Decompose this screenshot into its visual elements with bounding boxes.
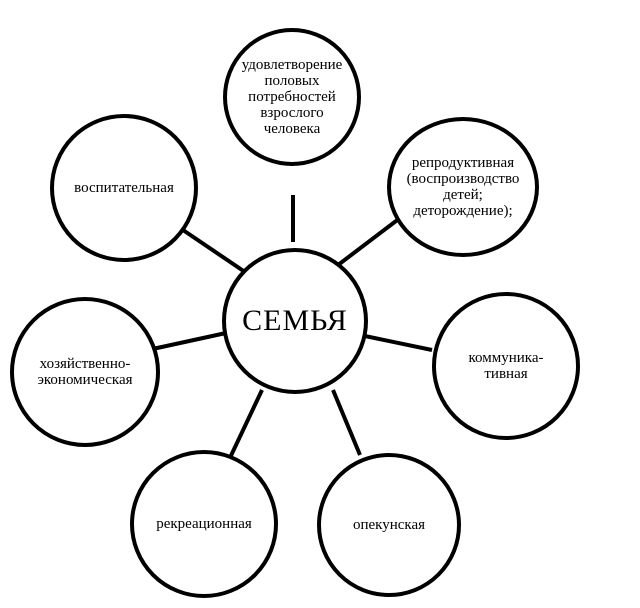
connector-reproductive — [336, 216, 402, 267]
connector-guardianship — [331, 389, 362, 456]
node-educational-label: воспитательная — [74, 180, 174, 196]
connector-communicative — [359, 333, 433, 352]
node-communicative: коммуника-тивная — [432, 292, 580, 440]
node-sexual-needs-label: удовлетворение половых потребностей взро… — [241, 57, 343, 137]
node-recreational-label: рекреационная — [156, 516, 252, 532]
connector-economic — [147, 331, 227, 352]
connector-educational — [178, 226, 247, 274]
connector-recreational — [226, 389, 264, 463]
node-recreational: рекреационная — [130, 450, 278, 598]
node-guardianship-label: опекунская — [352, 517, 426, 533]
node-educational: воспитательная — [50, 114, 198, 262]
node-economic-label: хозяйственно-экономическая — [37, 356, 133, 388]
node-reproductive-label: репродуктивная (воспроизводство детей; д… — [406, 155, 520, 219]
node-economic: хозяйственно-экономическая — [10, 297, 160, 447]
node-family-label: СЕМЬЯ — [242, 304, 348, 337]
node-reproductive: репродуктивная (воспроизводство детей; д… — [387, 117, 539, 257]
node-communicative-label: коммуника-тивная — [468, 350, 544, 382]
node-family: СЕМЬЯ — [222, 248, 368, 394]
node-guardianship: опекунская — [317, 453, 461, 597]
node-sexual-needs: удовлетворение половых потребностей взро… — [223, 28, 361, 166]
